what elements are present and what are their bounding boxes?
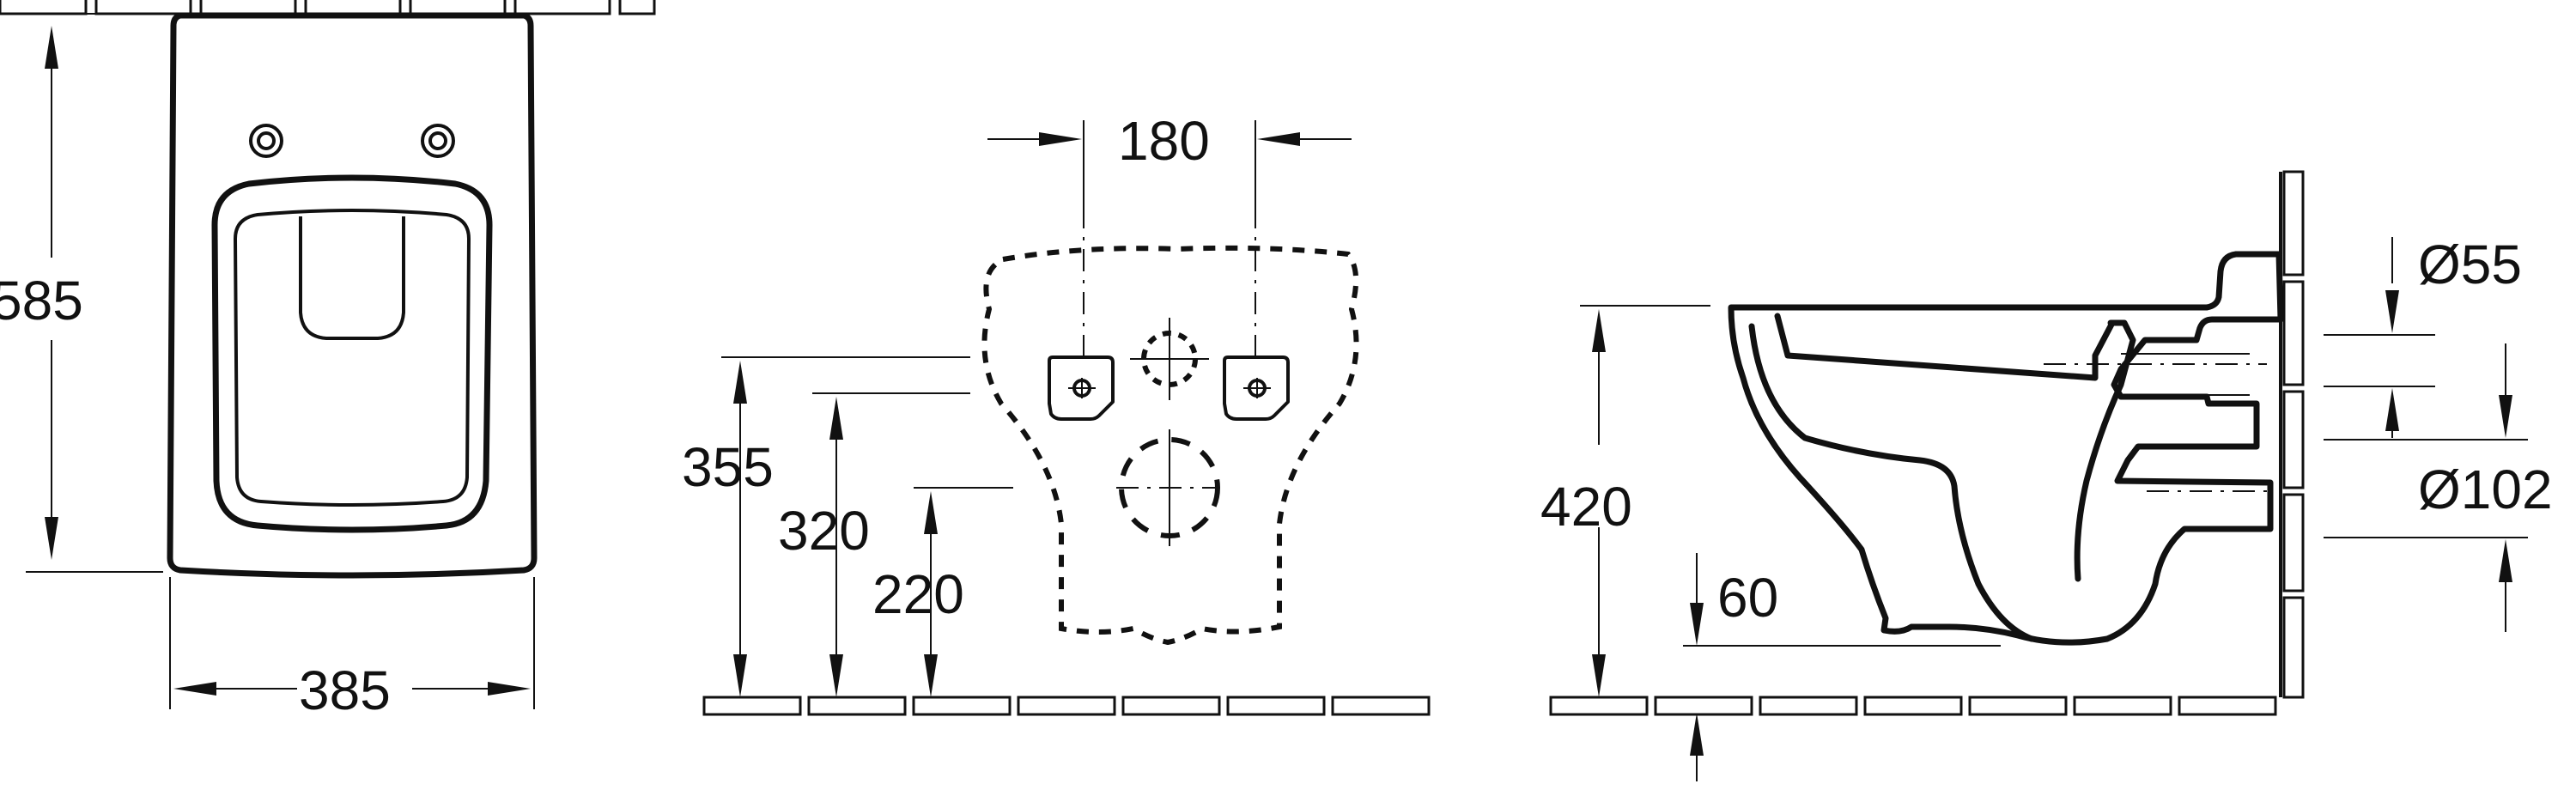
width-dimension-label: 385 — [299, 659, 391, 721]
floor-tiles-side — [1549, 696, 2277, 716]
bowl-outline-top — [167, 12, 538, 579]
rim-height-dimension: 420 — [1540, 309, 1632, 697]
height-dimension-label: 585 — [0, 270, 83, 331]
water-inlet-dashed — [1130, 318, 1209, 400]
outlet-height-label: 220 — [872, 563, 964, 625]
inlet-diameter-dimension: Ø55 — [2324, 234, 2522, 438]
seat-inner-outline — [234, 209, 471, 507]
wall-tiles-top — [0, 0, 656, 15]
seat-outline — [211, 174, 493, 533]
outlet-diameter-label: Ø102 — [2418, 459, 2553, 520]
side-view: 420 60 Ø55 Ø102 — [1540, 170, 2553, 781]
rear-outline-dashed — [981, 245, 1359, 646]
rim-height-label: 420 — [1540, 476, 1632, 538]
fixing-height-label: 320 — [778, 500, 870, 562]
fixing-bracket-right — [1223, 356, 1290, 421]
width-dimension: 385 — [169, 577, 535, 721]
fixing-bracket-left — [1048, 356, 1115, 421]
outlet-diameter-dimension: Ø102 — [2324, 343, 2553, 632]
rear-view: 180 355 320 220 — [682, 110, 1431, 716]
outlet-height-dimension: 220 — [872, 491, 964, 697]
inlet-height-label: 355 — [682, 436, 774, 498]
floor-offset-dimension: 60 — [1690, 553, 1778, 781]
seat-hinge-cutout — [299, 216, 405, 340]
height-dimension: 585 — [0, 13, 163, 573]
fixing-hole-right-icon — [421, 124, 455, 158]
fixing-height-dimension: 320 — [778, 397, 870, 697]
spacing-dimension-label: 180 — [1118, 110, 1210, 172]
inlet-height-dimension: 355 — [682, 361, 774, 697]
top-view: 585 385 — [0, 0, 656, 721]
inlet-diameter-label: Ø55 — [2418, 234, 2522, 295]
spacing-dimension: 180 — [987, 110, 1352, 222]
floor-tiles-rear — [702, 696, 1431, 716]
fixing-hole-left-icon — [249, 124, 283, 158]
bowl-side-outline — [1728, 251, 2284, 646]
bowl-inner-curve — [1774, 313, 2116, 381]
wall-tiles-side — [2279, 170, 2305, 699]
floor-offset-label: 60 — [1717, 567, 1778, 629]
